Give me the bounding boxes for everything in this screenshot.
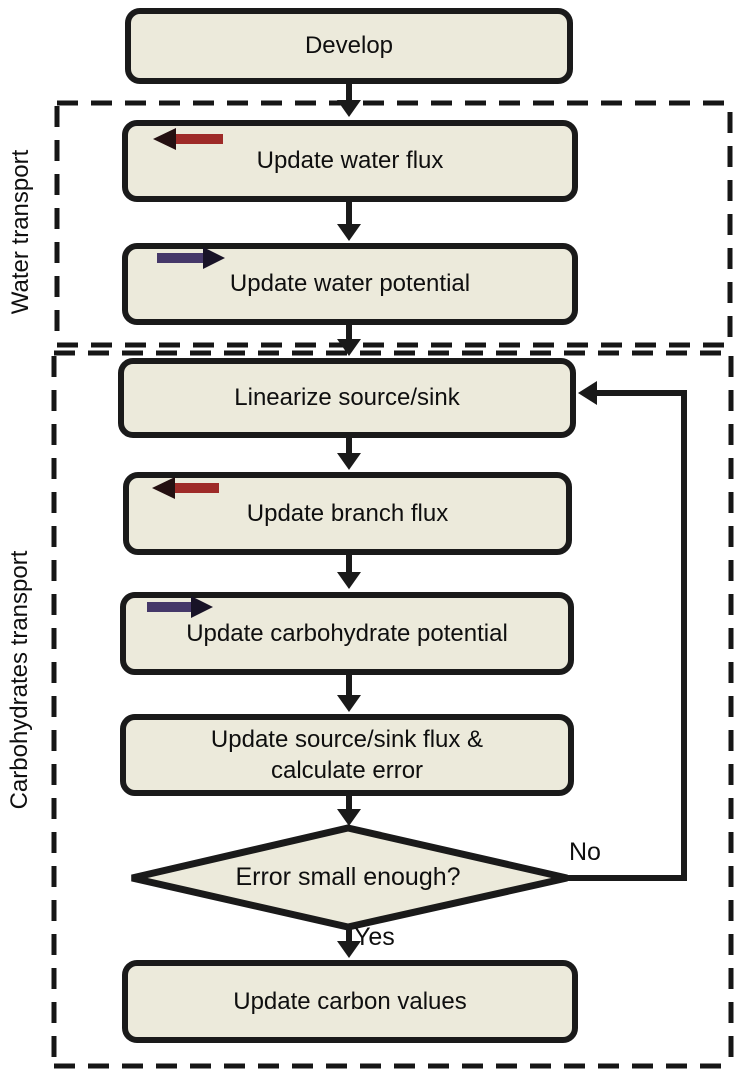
node-update-water-flux: Update water flux bbox=[122, 120, 578, 202]
node-update-source-sink-flux-line1: Update source/sink flux & bbox=[210, 725, 484, 753]
yes-branch-label: Yes bbox=[354, 923, 395, 951]
arrow-water-flux-to-water-potential bbox=[337, 202, 361, 241]
node-update-carbon-values: Update carbon values bbox=[122, 960, 578, 1043]
arrow-water-potential-to-linearize bbox=[337, 325, 361, 356]
decision-label: Error small enough? bbox=[235, 863, 461, 891]
node-update-branch-flux: Update branch flux bbox=[123, 472, 572, 555]
node-update-source-sink-flux: Update source/sink flux & calculate erro… bbox=[120, 714, 574, 796]
arrow-develop-to-water-flux bbox=[337, 84, 361, 117]
arrow-carbohydrate-potential-to-source-sink bbox=[337, 675, 361, 712]
node-develop-label: Develop bbox=[304, 32, 394, 60]
feedback-arrow-no-loop bbox=[567, 381, 687, 881]
node-update-source-sink-flux-line2: calculate error bbox=[270, 757, 424, 784]
node-develop: Develop bbox=[125, 8, 573, 84]
node-linearize-source-sink-label: Linearize source/sink bbox=[234, 384, 460, 412]
node-update-water-potential-label: Update water potential bbox=[229, 270, 471, 298]
node-update-water-flux-label: Update water flux bbox=[256, 147, 444, 175]
node-update-carbon-values-label: Update carbon values bbox=[233, 987, 467, 1015]
node-update-carbohydrate-potential-label: Update carbohydrate potential bbox=[186, 619, 508, 647]
node-linearize-source-sink: Linearize source/sink bbox=[118, 358, 576, 438]
arrow-source-sink-to-decision bbox=[337, 796, 361, 826]
water-transport-region-label: Water transport bbox=[7, 149, 34, 315]
no-branch-label: No bbox=[569, 838, 601, 866]
node-update-carbohydrate-potential: Update carbohydrate potential bbox=[120, 592, 574, 675]
arrow-linearize-to-branch-flux bbox=[337, 438, 361, 470]
arrow-branch-flux-to-carbohydrate-potential bbox=[337, 555, 361, 589]
node-update-water-potential: Update water potential bbox=[122, 243, 578, 325]
carbohydrates-transport-region-label: Carbohydrates transport bbox=[6, 550, 33, 810]
node-update-branch-flux-label: Update branch flux bbox=[246, 499, 449, 527]
